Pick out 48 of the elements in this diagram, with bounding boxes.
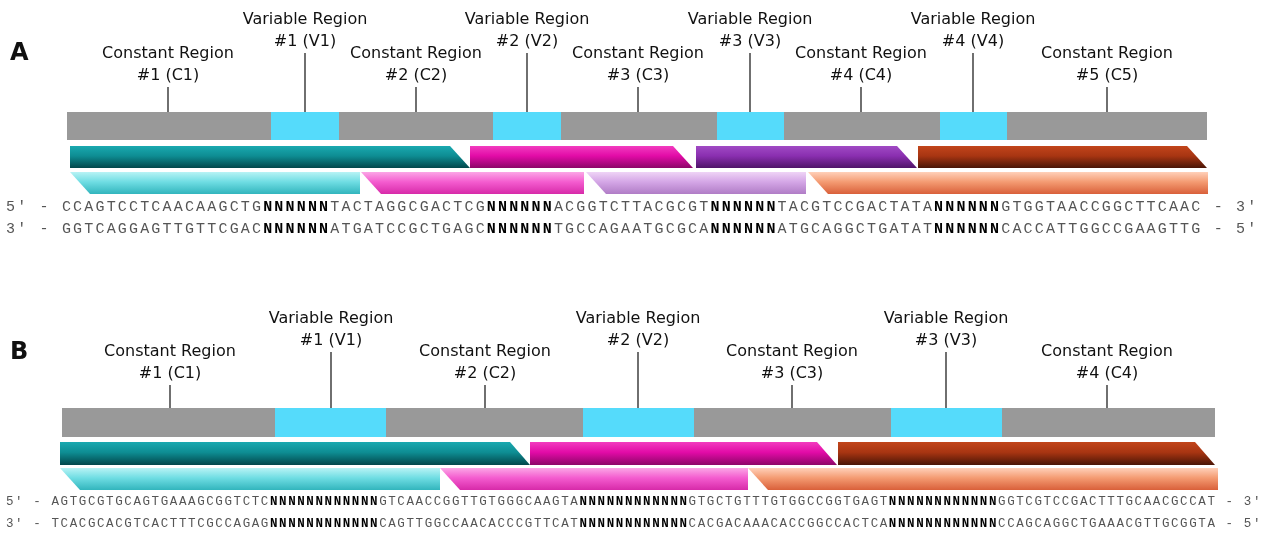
leader-line [415, 86, 417, 113]
region-bar [271, 112, 339, 140]
dna-sequence: 5' - AGTGCGTGCAGTGAAAGCGGTCTCNNNNNNNNNNNNGTCAACCGGTTGTGGGCAAGTANNNNNNNNNNNNGTGCTGTTTGTGGCCGGTGAGTNNNNNNNNNNNNGGTCGTCCGACTTTGCAACGCCAT - 3' [6, 495, 1262, 509]
region-label: Constant Region #3 (C3) [563, 42, 713, 86]
leader-line [637, 86, 639, 113]
panel-letter: B [10, 337, 29, 365]
region-label: Constant Region #3 (C3) [717, 340, 867, 384]
leader-line [526, 52, 528, 113]
region-label: Constant Region #5 (C5) [1032, 42, 1182, 86]
region-bar [694, 408, 891, 437]
region-bar [493, 112, 561, 140]
leader-line [637, 351, 639, 409]
region-bar [891, 408, 1002, 437]
region-label: Variable Region #2 (V2) [563, 307, 713, 351]
leader-line [972, 52, 974, 113]
dna-sequence: 3' - TCACGCACGTCACTTTCGCCAGAGNNNNNNNNNNNNCAGTTGGCCAACACCCGTTCATNNNNNNNNNNNNCACGACAAACACCGGCCACTCANNNNNNNNNNNNCCAGCAGGCTGAAACGTTGCGGTA - 5' [6, 517, 1262, 531]
region-bar [940, 112, 1007, 140]
leader-line [860, 86, 862, 113]
leader-line [791, 384, 793, 409]
leader-line [169, 384, 171, 409]
region-label: Constant Region #4 (C4) [1032, 340, 1182, 384]
leader-line [1106, 86, 1108, 113]
region-bar [1007, 112, 1207, 140]
region-label: Constant Region #1 (C1) [93, 42, 243, 86]
region-bar [386, 408, 583, 437]
leader-line [749, 52, 751, 113]
region-bar [583, 408, 694, 437]
region-label: Constant Region #1 (C1) [95, 340, 245, 384]
region-bar [67, 112, 271, 140]
leader-line [945, 351, 947, 409]
region-label: Variable Region #1 (V1) [256, 307, 406, 351]
panel-letter: A [10, 38, 29, 66]
region-label: Constant Region #4 (C4) [786, 42, 936, 86]
region-bar [717, 112, 784, 140]
leader-line [484, 384, 486, 409]
region-bar [339, 112, 493, 140]
region-label: Constant Region #2 (C2) [410, 340, 560, 384]
region-label: Variable Region #3 (V3) [871, 307, 1021, 351]
leader-line [1106, 384, 1108, 409]
region-bar [62, 408, 275, 437]
region-bar [561, 112, 717, 140]
leader-line [167, 86, 169, 113]
region-bar [275, 408, 386, 437]
region-label: Constant Region #2 (C2) [341, 42, 491, 86]
region-bar [1002, 408, 1215, 437]
leader-line [330, 351, 332, 409]
leader-line [304, 52, 306, 113]
region-bar [784, 112, 940, 140]
